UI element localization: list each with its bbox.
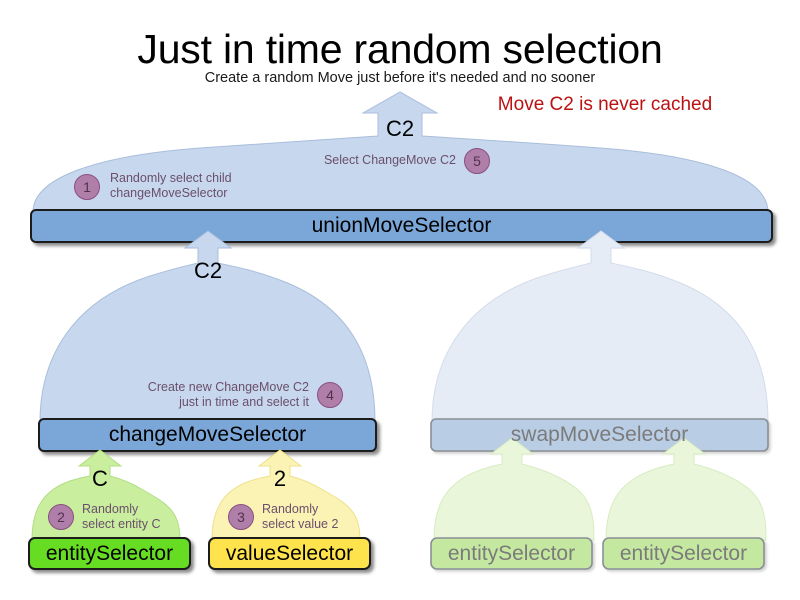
box-entity-selector-left[interactable] (28, 537, 191, 570)
annotation-badge-5: 5 (464, 148, 490, 174)
label-value-selector-left: valueSelector (225, 541, 354, 565)
annotation-badge-4: 4 (317, 382, 343, 408)
cone-change-output (39, 230, 376, 423)
cone-label-union-output: C2 (385, 116, 415, 141)
annotation-note-3-line-1: Randomly (262, 502, 319, 516)
label-entity-selector-right-1: entitySelector (447, 541, 576, 565)
annotation-note-2: Randomly select entity C (82, 502, 192, 532)
cone-swap-output (431, 230, 769, 423)
annotation-badge-2: 2 (48, 504, 74, 530)
annotation-note-2-line-1: Randomly (82, 502, 139, 516)
label-entity-selector-left: entitySelector (45, 541, 174, 565)
label-swap-move-selector: swapMoveSelector (510, 423, 689, 446)
cone-label-value-output: 2 (273, 466, 287, 491)
annotation-note-4: Create new ChangeMove C2 just in time an… (100, 380, 309, 410)
cone-entity-right-1-output (433, 437, 595, 541)
cone-label-change-output: C2 (193, 258, 223, 283)
annotation-note-4-line-1: Create new ChangeMove C2 (147, 380, 309, 394)
label-entity-selector-right-2: entitySelector (619, 541, 748, 565)
box-union-move-selector[interactable] (30, 209, 773, 243)
annotation-note-5-line-1: Select ChangeMove C2 (323, 153, 456, 167)
box-change-move-selector[interactable] (38, 418, 377, 452)
cache-warning-text: Move C2 is never cached (497, 94, 713, 115)
annotation-badge-1: 1 (74, 174, 100, 200)
annotation-note-4-line-2: just in time and select it (179, 395, 309, 409)
cone-entity-right-2-output (605, 437, 767, 541)
annotation-note-2-line-2: select entity C (82, 517, 161, 531)
annotation-note-3-line-2: select value 2 (262, 517, 339, 531)
annotation-note-1: Randomly select child changeMoveSelector (110, 171, 310, 201)
annotation-note-3: Randomly select value 2 (262, 502, 372, 532)
page-subtitle: Create a random Move just before it's ne… (204, 70, 596, 86)
cone-union-output (32, 91, 769, 213)
annotation-note-1-line-1: Randomly select child (110, 171, 232, 185)
page-title: Just in time random selection (137, 26, 663, 72)
annotation-badge-3: 3 (228, 504, 254, 530)
cone-label-entity-output: C (92, 466, 108, 491)
annotation-note-1-line-2: changeMoveSelector (110, 186, 228, 200)
box-entity-selector-right-1[interactable] (430, 537, 593, 570)
box-entity-selector-right-2[interactable] (602, 537, 765, 570)
label-change-move-selector: changeMoveSelector (108, 423, 307, 446)
annotation-note-5: Select ChangeMove C2 (250, 153, 456, 168)
box-value-selector-left[interactable] (208, 537, 371, 570)
label-union-move-selector: unionMoveSelector (311, 214, 492, 237)
